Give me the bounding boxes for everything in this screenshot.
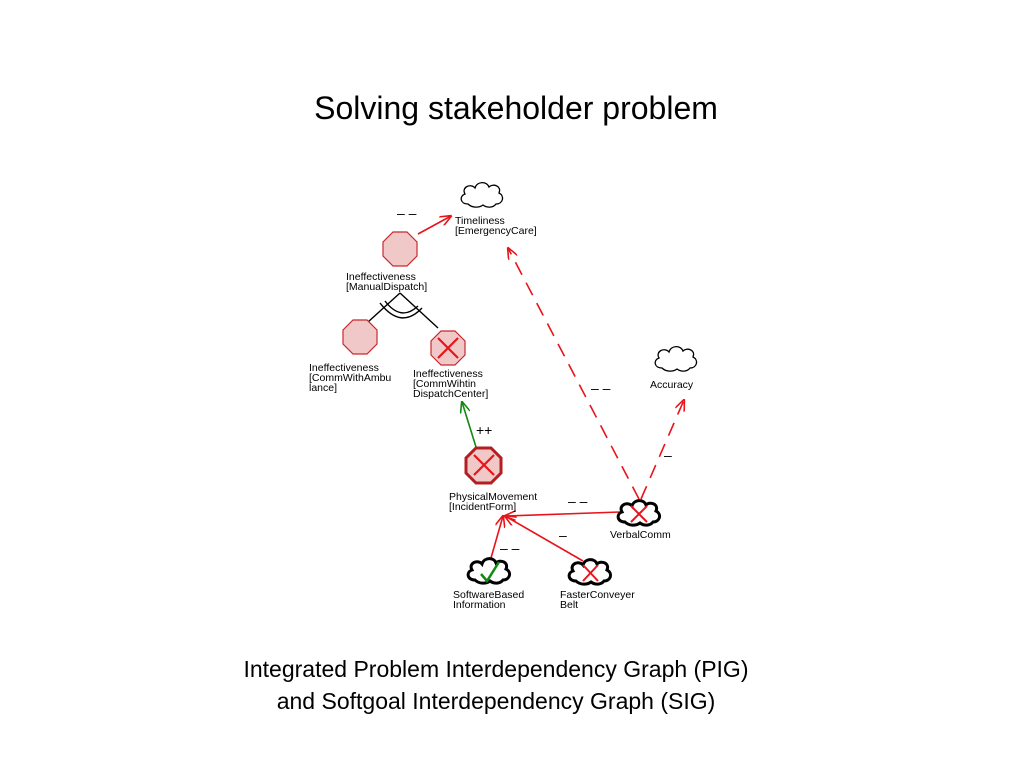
node-software-label-2: Information	[453, 599, 506, 611]
octagon-icon	[342, 319, 378, 355]
node-physical-label-1: PhysicalMovement	[449, 491, 537, 503]
label-software-to-physical: – –	[500, 540, 520, 556]
denied-mark-icon	[582, 564, 599, 582]
node-conveyer-label-2: Belt	[560, 599, 578, 611]
and-decomposition-icon	[367, 292, 439, 329]
link-software-to-physical	[490, 516, 503, 559]
node-ineff-manual-label-2: [ManualDispatch]	[346, 281, 427, 293]
link-verbal-to-physical	[505, 512, 621, 516]
link-physical-to-dispatch	[462, 402, 477, 448]
satisficed-check-icon	[480, 561, 501, 584]
node-ineff-dispatch-label-1: Ineffectiveness	[413, 368, 483, 380]
node-software-based: SoftwareBased Information	[453, 557, 524, 611]
node-ineff-ambulance-label-2: [CommWithAmbu	[309, 372, 391, 384]
node-verbal-label: VerbalComm	[610, 529, 671, 541]
link-verbal-to-accuracy	[640, 400, 684, 500]
octagon-icon	[382, 231, 418, 267]
label-verbal-to-physical: – –	[568, 493, 588, 509]
denied-mark-icon	[437, 337, 459, 359]
denied-mark-icon	[473, 454, 495, 476]
node-timeliness: Timeliness [EmergencyCare]	[455, 181, 537, 237]
node-timeliness-label-1: Timeliness	[455, 215, 505, 227]
cloud-icon	[654, 345, 698, 372]
link-conveyer-to-physical	[505, 516, 584, 562]
node-ineffectiveness-comm-dispatch: Ineffectiveness [CommWihtin DispatchCent…	[413, 330, 488, 400]
cloud-icon	[460, 181, 504, 208]
node-ineff-dispatch-label-2: [CommWihtin	[413, 378, 476, 390]
node-timeliness-label-2: [EmergencyCare]	[455, 225, 537, 237]
node-ineff-manual-label-1: Ineffectiveness	[346, 271, 416, 283]
node-faster-conveyer: FasterConveyer Belt	[560, 558, 635, 611]
node-physical-label-2: [IncidentForm]	[449, 501, 516, 513]
node-ineffectiveness-manual-dispatch: Ineffectiveness [ManualDispatch]	[346, 231, 427, 293]
node-ineff-dispatch-label-3: DispatchCenter]	[413, 388, 488, 400]
denied-mark-icon	[630, 505, 648, 523]
node-verbal-comm: VerbalComm	[610, 499, 671, 541]
node-conveyer-label-1: FasterConveyer	[560, 589, 635, 601]
caption-line-2: and Softgoal Interdependency Graph (SIG)	[276, 688, 716, 714]
caption: Integrated Problem Interdependency Graph…	[0, 653, 992, 717]
node-ineff-ambulance-label-3: lance]	[309, 382, 337, 394]
caption-line-1: Integrated Problem Interdependency Graph…	[243, 656, 749, 682]
node-software-label-1: SoftwareBased	[453, 589, 524, 601]
link-manual-to-timeliness	[417, 216, 451, 235]
slide-title: Solving stakeholder problem	[314, 90, 718, 126]
label-conveyer-to-physical: –	[559, 527, 567, 543]
node-accuracy-label: Accuracy	[650, 379, 694, 391]
link-verbal-to-timeliness	[508, 248, 640, 500]
label-verbal-to-timeliness: – –	[591, 380, 611, 396]
label-physical-to-dispatch: ++	[476, 422, 492, 438]
label-verbal-to-accuracy: –	[664, 447, 672, 463]
label-manual-to-timeliness: – –	[397, 205, 417, 221]
node-ineffectiveness-comm-ambulance: Ineffectiveness [CommWithAmbu lance]	[309, 319, 391, 394]
node-ineff-ambulance-label-1: Ineffectiveness	[309, 362, 379, 374]
node-physical-movement: PhysicalMovement [IncidentForm]	[449, 446, 537, 513]
node-accuracy: Accuracy	[650, 345, 698, 391]
